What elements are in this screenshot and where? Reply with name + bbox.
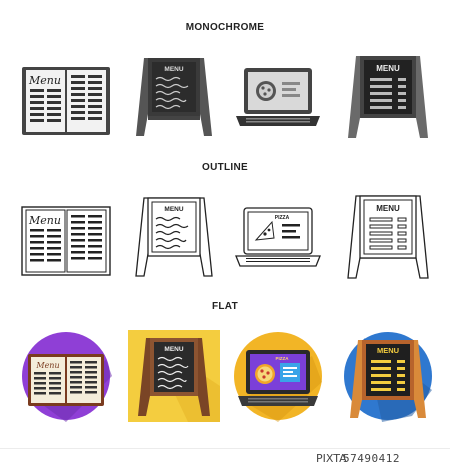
open-menu-book-icon-monochrome: Menu (20, 55, 112, 147)
open-menu-book-icon-outline: Menu (20, 195, 112, 287)
sandwich-board-list-icon-flat: MENU (342, 330, 434, 422)
menu-script-label: Menu (28, 214, 61, 227)
menu-board-label: MENU (376, 204, 400, 213)
menu-board-label: MENU (164, 346, 183, 353)
section-title-monochrome: MONOCHROME (185, 22, 265, 33)
laptop-pizza-icon-outline: PIZZA (232, 192, 324, 284)
menu-board-label: MENU (377, 346, 399, 355)
sandwich-board-list-icon-monochrome: MENU (342, 48, 434, 140)
pizza-label: PIZZA (276, 356, 290, 361)
open-menu-book-icon-flat: Menu (20, 330, 112, 422)
menu-script-label: Menu (35, 361, 59, 370)
menu-board-label: MENU (164, 66, 183, 73)
laptop-pizza-icon-monochrome (232, 52, 324, 144)
pizza-label: PIZZA (275, 215, 290, 221)
menu-board-label: MENU (376, 64, 400, 73)
footer-image-id: 57490412 (343, 452, 400, 465)
sandwich-board-chalk-icon-outline: MENU (128, 188, 220, 280)
footer-brand: PIXTA (316, 452, 347, 465)
menu-board-label: MENU (164, 206, 183, 213)
sandwich-board-list-icon-outline: MENU (342, 188, 434, 280)
section-title-outline: OUTLINE (202, 162, 248, 173)
sandwich-board-chalk-icon-flat: MENU (128, 330, 220, 422)
sandwich-board-chalk-icon-monochrome: MENU (128, 48, 220, 140)
footer-bar: PIXTA 57490412 (0, 448, 450, 470)
section-title-flat: FLAT (211, 301, 238, 312)
laptop-pizza-icon-flat: PIZZA (232, 330, 324, 422)
menu-script-label: Menu (28, 74, 61, 87)
